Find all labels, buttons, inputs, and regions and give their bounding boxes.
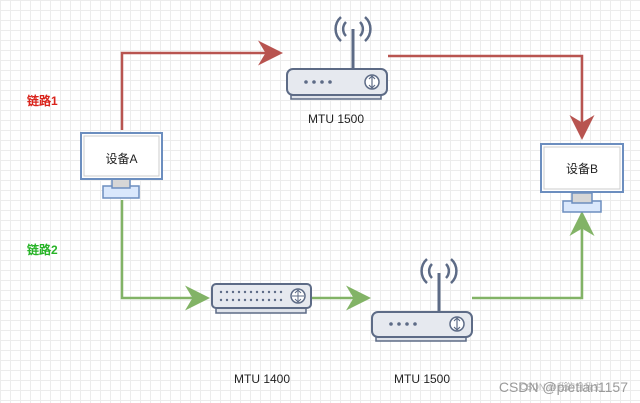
bottom-router-mtu-label: MTU 1500	[394, 372, 451, 386]
route1-label: 链路1	[27, 94, 58, 108]
bottom-router-wireless-router-icon	[371, 258, 473, 342]
route2-edge-a-to-switch	[120, 200, 210, 311]
top-router-mtu-label: MTU 1500	[308, 112, 365, 126]
route1-edge-router-to-b	[388, 54, 595, 140]
device-a-monitor-icon	[80, 132, 163, 199]
top-router-wireless-router-icon	[286, 16, 388, 100]
watermark: CSDN @pietian1157	[498, 379, 628, 395]
route2-label: 链路2	[27, 243, 58, 257]
route1-edge-a-to-router	[120, 40, 283, 130]
switch-mtu-label: MTU 1400	[234, 372, 291, 386]
device-a-label: 设备A	[105, 152, 138, 166]
device-b-label: 设备B	[565, 162, 598, 176]
device-b-monitor-icon	[540, 143, 624, 213]
route2-edge-router-to-b	[472, 211, 595, 300]
switch-network-switch-icon	[211, 283, 312, 314]
watermark-sub: CSDN @我的自我主	[519, 382, 602, 392]
